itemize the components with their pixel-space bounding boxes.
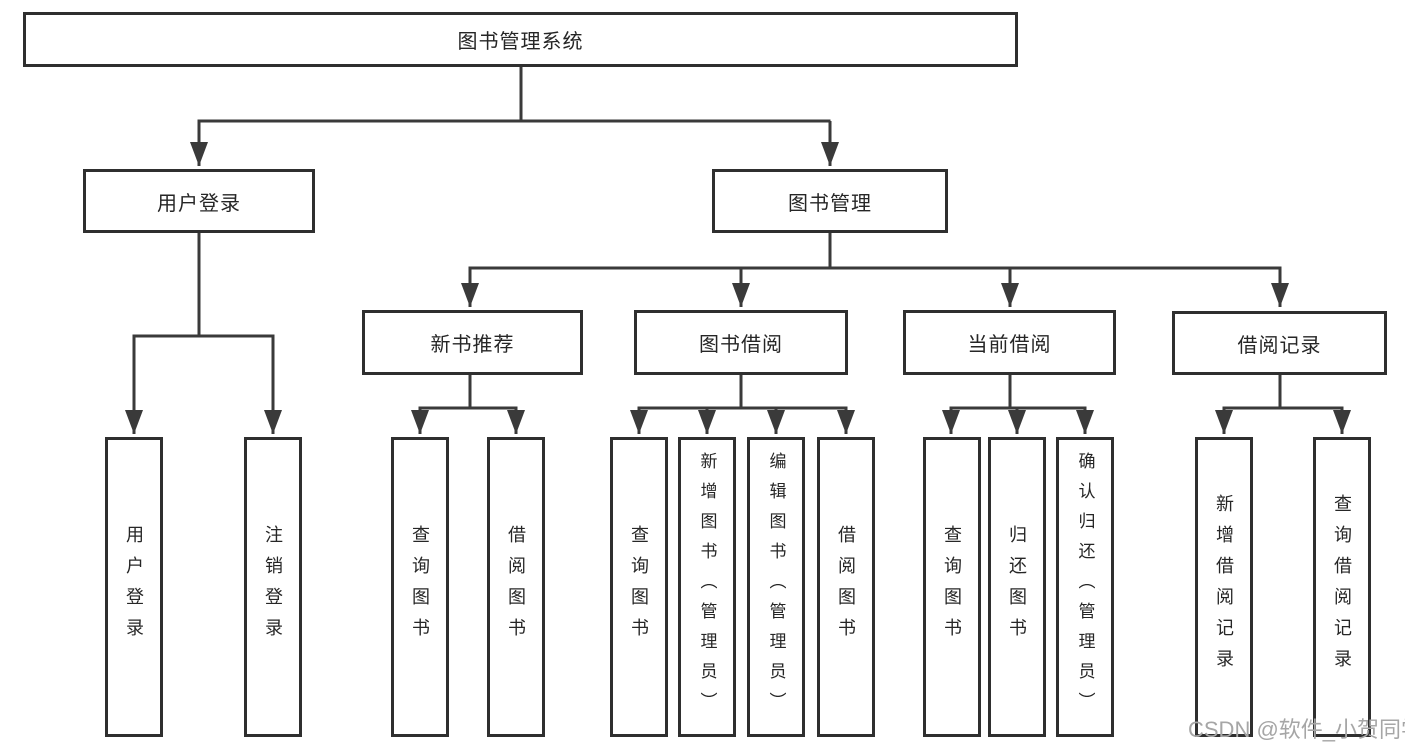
leaf-add-borrow-record-label: 新增借阅记录 <box>1214 494 1234 680</box>
leaf-add-borrow-record: 新增借阅记录 <box>1195 437 1253 737</box>
node-borrow-records: 借阅记录 <box>1172 311 1387 375</box>
leaf-query-books-current: 查询图书 <box>923 437 981 737</box>
node-user-login-label: 用户登录 <box>157 192 241 215</box>
leaf-user-login: 用户登录 <box>105 437 163 737</box>
leaf-borrow-books-label: 借阅图书 <box>836 525 856 649</box>
leaf-edit-books-admin-label: 编辑图书（管理员） <box>766 452 786 722</box>
leaf-query-borrow-record-label: 查询借阅记录 <box>1332 494 1352 680</box>
node-new-book-recommend: 新书推荐 <box>362 310 583 375</box>
node-user-login: 用户登录 <box>83 169 315 233</box>
leaf-query-books-recommend-label: 查询图书 <box>410 525 430 649</box>
leaf-return-books: 归还图书 <box>988 437 1046 737</box>
node-book-management-label: 图书管理 <box>788 192 872 215</box>
node-root-system: 图书管理系统 <box>23 12 1018 67</box>
leaf-query-books-borrow: 查询图书 <box>610 437 668 737</box>
leaf-confirm-return-admin: 确认归还（管理员） <box>1056 437 1114 737</box>
leaf-edit-books-admin: 编辑图书（管理员） <box>747 437 805 737</box>
leaf-return-books-label: 归还图书 <box>1007 525 1027 649</box>
leaf-query-books-borrow-label: 查询图书 <box>629 525 649 649</box>
leaf-logout-label: 注销登录 <box>263 525 283 649</box>
leaf-query-borrow-record: 查询借阅记录 <box>1313 437 1371 737</box>
watermark-text: CSDN @软件_小贺同学 <box>1188 717 1405 742</box>
leaf-user-login-label: 用户登录 <box>124 525 144 649</box>
node-borrow-records-label: 借阅记录 <box>1237 334 1322 357</box>
leaf-borrow-books: 借阅图书 <box>817 437 875 737</box>
node-book-borrow: 图书借阅 <box>634 310 848 375</box>
node-root-label: 图书管理系统 <box>457 31 584 53</box>
leaf-query-books-current-label: 查询图书 <box>942 525 962 649</box>
leaf-confirm-return-admin-label: 确认归还（管理员） <box>1075 452 1095 722</box>
leaf-query-books-recommend: 查询图书 <box>391 437 449 737</box>
leaf-borrow-books-recommend-label: 借阅图书 <box>506 525 526 649</box>
node-book-borrow-label: 图书借阅 <box>699 334 783 356</box>
node-book-management: 图书管理 <box>712 169 948 233</box>
leaf-borrow-books-recommend: 借阅图书 <box>487 437 545 737</box>
leaf-add-books-admin: 新增图书（管理员） <box>678 437 736 737</box>
node-current-borrow-label: 当前借阅 <box>967 334 1052 356</box>
leaf-add-books-admin-label: 新增图书（管理员） <box>697 452 717 722</box>
node-current-borrow: 当前借阅 <box>903 310 1116 375</box>
node-new-book-recommend-label: 新书推荐 <box>430 334 515 356</box>
leaf-logout: 注销登录 <box>244 437 302 737</box>
